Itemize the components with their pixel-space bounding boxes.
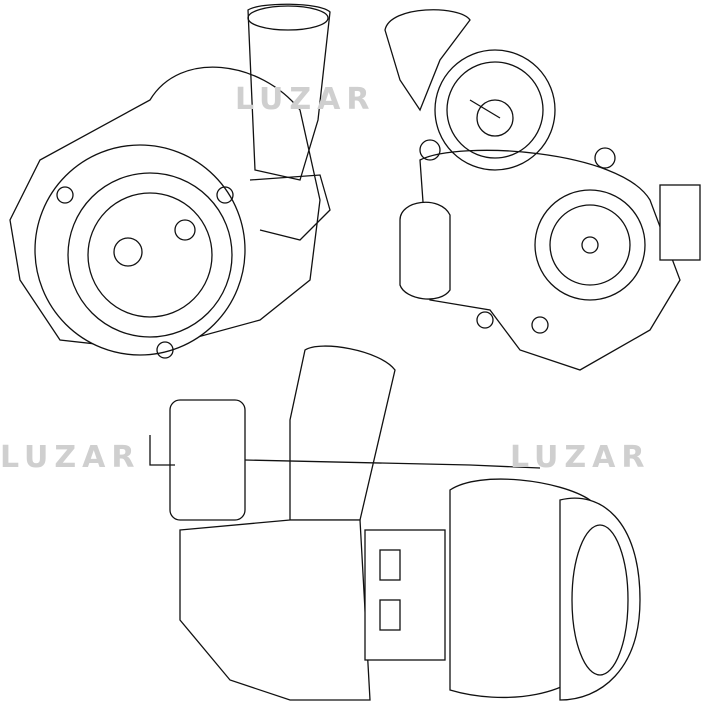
compressor-side-view — [384, 9, 701, 371]
watermark-logo: LUZAR — [235, 82, 376, 117]
top-view — [149, 345, 641, 701]
turbine-side-view — [9, 3, 331, 359]
watermark-logo: LUZAR — [510, 440, 651, 475]
watermark-logo: LUZAR — [0, 440, 141, 475]
